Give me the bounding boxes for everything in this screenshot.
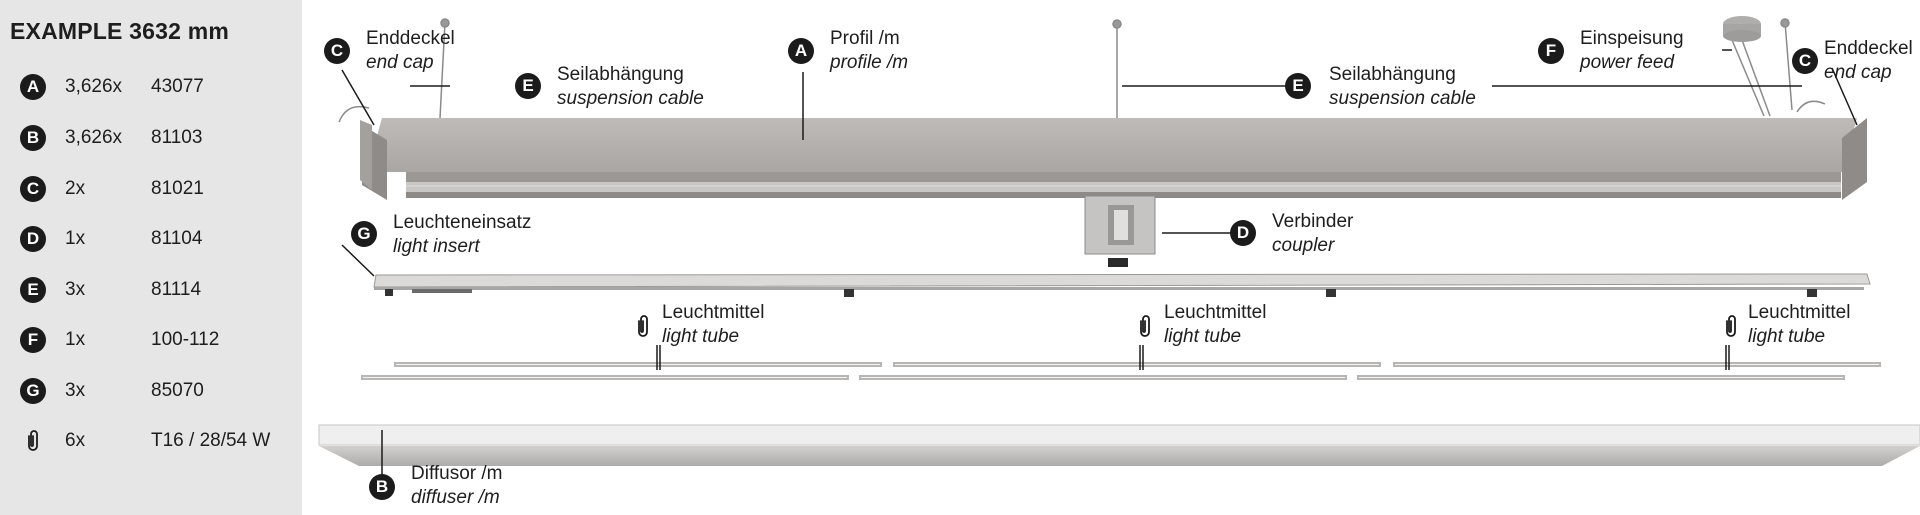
callout-label-de: Leuchtmittel — [1748, 302, 1851, 323]
part-quantity: 6x — [65, 430, 86, 451]
callout-label-en: light tube — [1748, 326, 1826, 347]
part-badge: G — [20, 378, 46, 404]
callout-label-en: light insert — [393, 236, 480, 257]
callout-label-en: light tube — [1164, 326, 1242, 347]
callout-badge: C — [324, 38, 350, 64]
callout-label-de: Einspeisung — [1580, 28, 1684, 49]
callout-label-en: coupler — [1272, 235, 1335, 256]
callout-label-de: Leuchteneinsatz — [393, 212, 532, 233]
part-code: 81103 — [151, 127, 203, 148]
part-code: 85070 — [151, 380, 204, 401]
part-quantity: 3x — [65, 279, 86, 300]
end-cap-right — [1842, 118, 1867, 200]
callout-badge: C — [1792, 48, 1818, 74]
callout-badge: D — [1230, 220, 1256, 246]
part-quantity: 2x — [65, 178, 86, 199]
part-code: 81104 — [151, 228, 203, 249]
part-quantity: 3,626x — [65, 127, 123, 148]
profile-body — [367, 118, 1857, 198]
parts-list-panel: EXAMPLE 3632 mm A 3,626x 43077 B 3,626x … — [0, 0, 302, 515]
callout-label-en: light tube — [662, 326, 740, 347]
parts-list-row: D 1x 81104 — [0, 224, 302, 254]
part-quantity: 3x — [65, 380, 86, 401]
callout-badge: B — [369, 474, 395, 500]
part-badge: C — [20, 176, 46, 202]
exploded-diagram: C Enddeckel end cap E Seilabhängung susp… — [302, 0, 1920, 515]
callout-label-en: profile /m — [830, 52, 909, 73]
callout-label-de: Seilabhängung — [557, 64, 684, 85]
part-quantity: 1x — [65, 329, 86, 350]
coupler-part — [1084, 195, 1156, 267]
parts-list-row: 6x T16 / 28/54 W — [0, 426, 302, 456]
light-tube-clip-icon — [20, 428, 46, 454]
callout-label-de: Enddeckel — [366, 28, 455, 49]
part-badge: E — [20, 277, 46, 303]
parts-list-row: E 3x 81114 — [0, 275, 302, 305]
part-code: 81021 — [151, 178, 204, 199]
part-code: T16 / 28/54 W — [151, 430, 271, 451]
end-cap-left-edge — [360, 120, 372, 190]
part-code: 43077 — [151, 76, 204, 97]
parts-list-row: F 1x 100-112 — [0, 325, 302, 355]
parts-list-row: B 3,626x 81103 — [0, 123, 302, 153]
callout-label-de: Profil /m — [830, 28, 900, 49]
callout-label-de: Enddeckel — [1824, 38, 1913, 59]
callout-badge: A — [788, 38, 814, 64]
parts-list-title: EXAMPLE 3632 mm — [10, 18, 230, 44]
callout-label-en: end cap — [1824, 62, 1892, 83]
callout-label-de: Seilabhängung — [1329, 64, 1456, 85]
callout-label-en: suspension cable — [557, 88, 704, 109]
part-badge: B — [20, 125, 46, 151]
light-tubes — [361, 362, 1881, 380]
callout-badge: E — [515, 73, 541, 99]
callout-badge: E — [1285, 73, 1311, 99]
part-quantity: 3,626x — [65, 76, 123, 97]
part-code: 100-112 — [151, 329, 220, 350]
part-badge: A — [20, 74, 46, 100]
callout-label-de: Leuchtmittel — [662, 302, 765, 323]
callout-label-de: Diffusor /m — [411, 463, 503, 484]
callout-label-en: end cap — [366, 52, 434, 73]
callout-label-en: power feed — [1580, 52, 1675, 73]
callout-label-en: suspension cable — [1329, 88, 1476, 109]
parts-list-row: C 2x 81021 — [0, 174, 302, 204]
callout-label-de: Leuchtmittel — [1164, 302, 1267, 323]
light-insert-rail — [373, 273, 1871, 297]
diffuser-body — [318, 424, 1920, 466]
callout-badge: F — [1538, 38, 1564, 64]
suspension-cables — [338, 18, 1826, 123]
part-badge: D — [20, 226, 46, 252]
callout-label-de: Verbinder — [1272, 211, 1354, 232]
diagram-drawing — [318, 16, 1920, 475]
parts-list-row: A 3,626x 43077 — [0, 72, 302, 102]
power-feed-canopy — [1723, 16, 1761, 42]
callout-label-en: diffuser /m — [411, 487, 500, 508]
part-code: 81114 — [151, 279, 202, 300]
part-badge: F — [20, 327, 46, 353]
leader-lines — [341, 49, 1858, 475]
part-quantity: 1x — [65, 228, 86, 249]
callout-badge: G — [351, 221, 377, 247]
parts-list-row: G 3x 85070 — [0, 376, 302, 406]
